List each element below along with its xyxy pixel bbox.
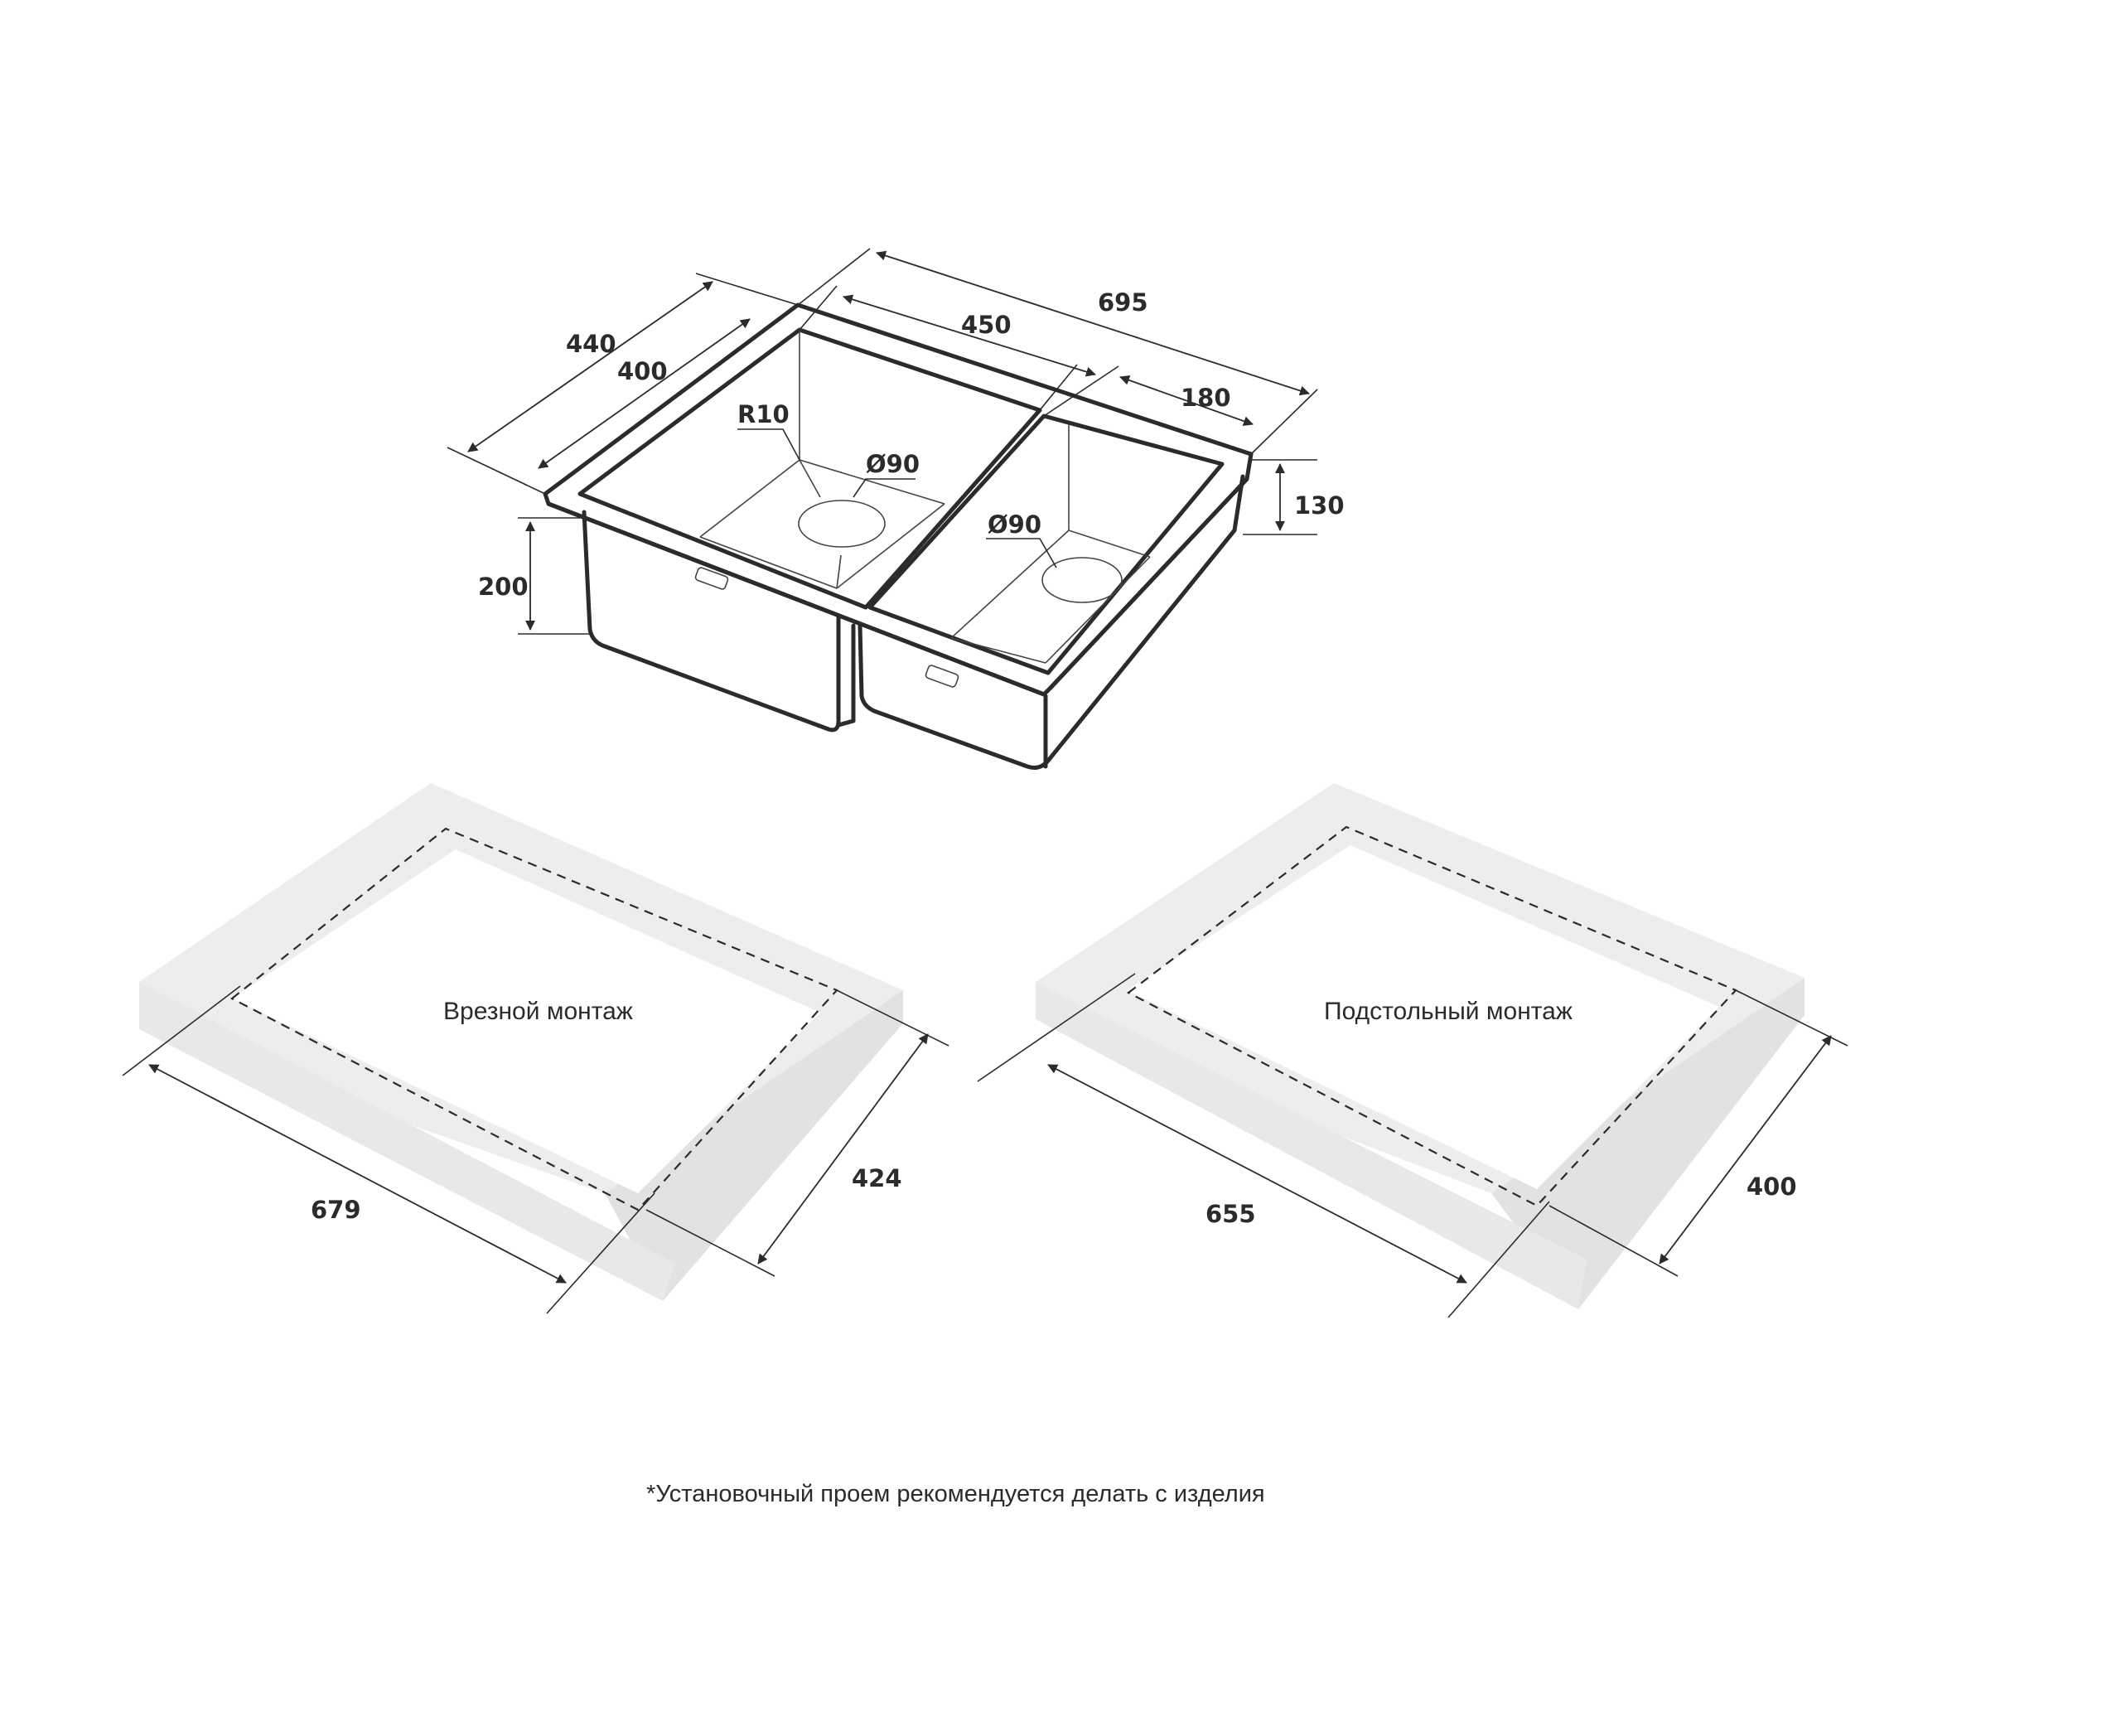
large-drain <box>798 500 886 548</box>
dim-width-total: 695 <box>1098 288 1148 317</box>
sink-rim-right <box>1048 476 1249 690</box>
dim-depth-bowl: 400 <box>617 357 668 385</box>
cutout-under-caption: Подстольный монтаж <box>1324 998 1573 1025</box>
dim-corner-radius: R10 <box>737 400 790 428</box>
dim-width-small: 180 <box>1181 384 1231 412</box>
dim-width-large: 450 <box>961 311 1012 339</box>
dim-depth-total: 440 <box>566 330 616 358</box>
overflow-small <box>925 665 959 688</box>
dim-drain-large: Ø90 <box>866 450 920 478</box>
sink-dimensions: 695 450 180 440 400 200 130 R10 Ø90 <box>447 248 1345 635</box>
cutout-flush-mount: Врезной монтаж 679 424 <box>122 783 949 1314</box>
cutout-flush-depth: 424 <box>852 1164 902 1192</box>
small-bowl-opening <box>867 413 1225 675</box>
small-drain <box>1041 557 1123 603</box>
overflow-large <box>694 567 729 590</box>
cutout-under-depth: 400 <box>1747 1173 1797 1201</box>
small-bowl-interior <box>950 424 1151 664</box>
dim-height-small: 130 <box>1294 491 1345 520</box>
large-bowl-interior <box>699 330 945 589</box>
cutout-under-width: 655 <box>1205 1200 1256 1228</box>
cutout-undermount: Подстольный монтаж 655 400 <box>977 783 1848 1318</box>
small-bowl-body <box>858 474 1245 770</box>
sink-rim-front <box>546 501 1046 697</box>
dim-height-large: 200 <box>478 573 529 601</box>
large-bowl-side <box>836 623 856 728</box>
footnote: *Установочный проем рекомендуется делать… <box>646 1481 1265 1507</box>
cutout-flush-caption: Врезной монтаж <box>443 998 633 1025</box>
cutout-flush-width: 679 <box>311 1196 361 1224</box>
dim-drain-small: Ø90 <box>988 510 1041 539</box>
